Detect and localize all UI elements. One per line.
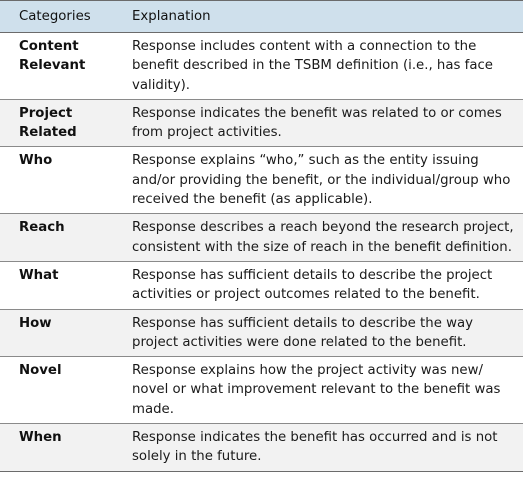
table-row: Novel Response explains how the project … [0, 356, 523, 425]
table-row: Reach Response describes a reach beyond … [0, 213, 523, 262]
table-row: When Response indicates the benefit has … [0, 423, 523, 472]
category-cell: How [0, 309, 114, 358]
explanation-cell: Response indicates the benefit has occur… [114, 423, 523, 472]
category-cell: Novel [0, 356, 114, 425]
explanation-cell: Response explains “who,” such as the ent… [114, 146, 523, 215]
table-row: How Response has sufficient details to d… [0, 309, 523, 358]
category-cell: Reach [0, 213, 114, 262]
explanation-cell: Response describes a reach beyond the re… [114, 213, 523, 262]
table-row: Who Response explains “who,” such as the… [0, 146, 523, 215]
table-row: Content Relevant Response includes conte… [0, 32, 523, 100]
category-cell: Project Related [0, 99, 114, 148]
explanation-cell: Response indicates the benefit was relat… [114, 99, 523, 148]
explanation-cell: Response has sufficient details to descr… [114, 261, 523, 310]
table-header: Categories Explanation [0, 0, 523, 33]
category-cell: Content Relevant [0, 32, 114, 100]
explanation-cell: Response explains how the project activi… [114, 356, 523, 425]
category-cell: What [0, 261, 114, 310]
table-body: Content Relevant Response includes conte… [0, 32, 523, 472]
table-row: What Response has sufficient details to … [0, 261, 523, 310]
table-row: Project Related Response indicates the b… [0, 99, 523, 148]
header-categories: Categories [0, 0, 114, 33]
header-explanation: Explanation [114, 0, 523, 33]
categories-table: Categories Explanation Content Relevant … [0, 0, 523, 472]
category-cell: When [0, 423, 114, 472]
header-row: Categories Explanation [0, 0, 523, 33]
category-cell: Who [0, 146, 114, 215]
explanation-cell: Response includes content with a connect… [114, 32, 523, 100]
explanation-cell: Response has sufficient details to descr… [114, 309, 523, 358]
